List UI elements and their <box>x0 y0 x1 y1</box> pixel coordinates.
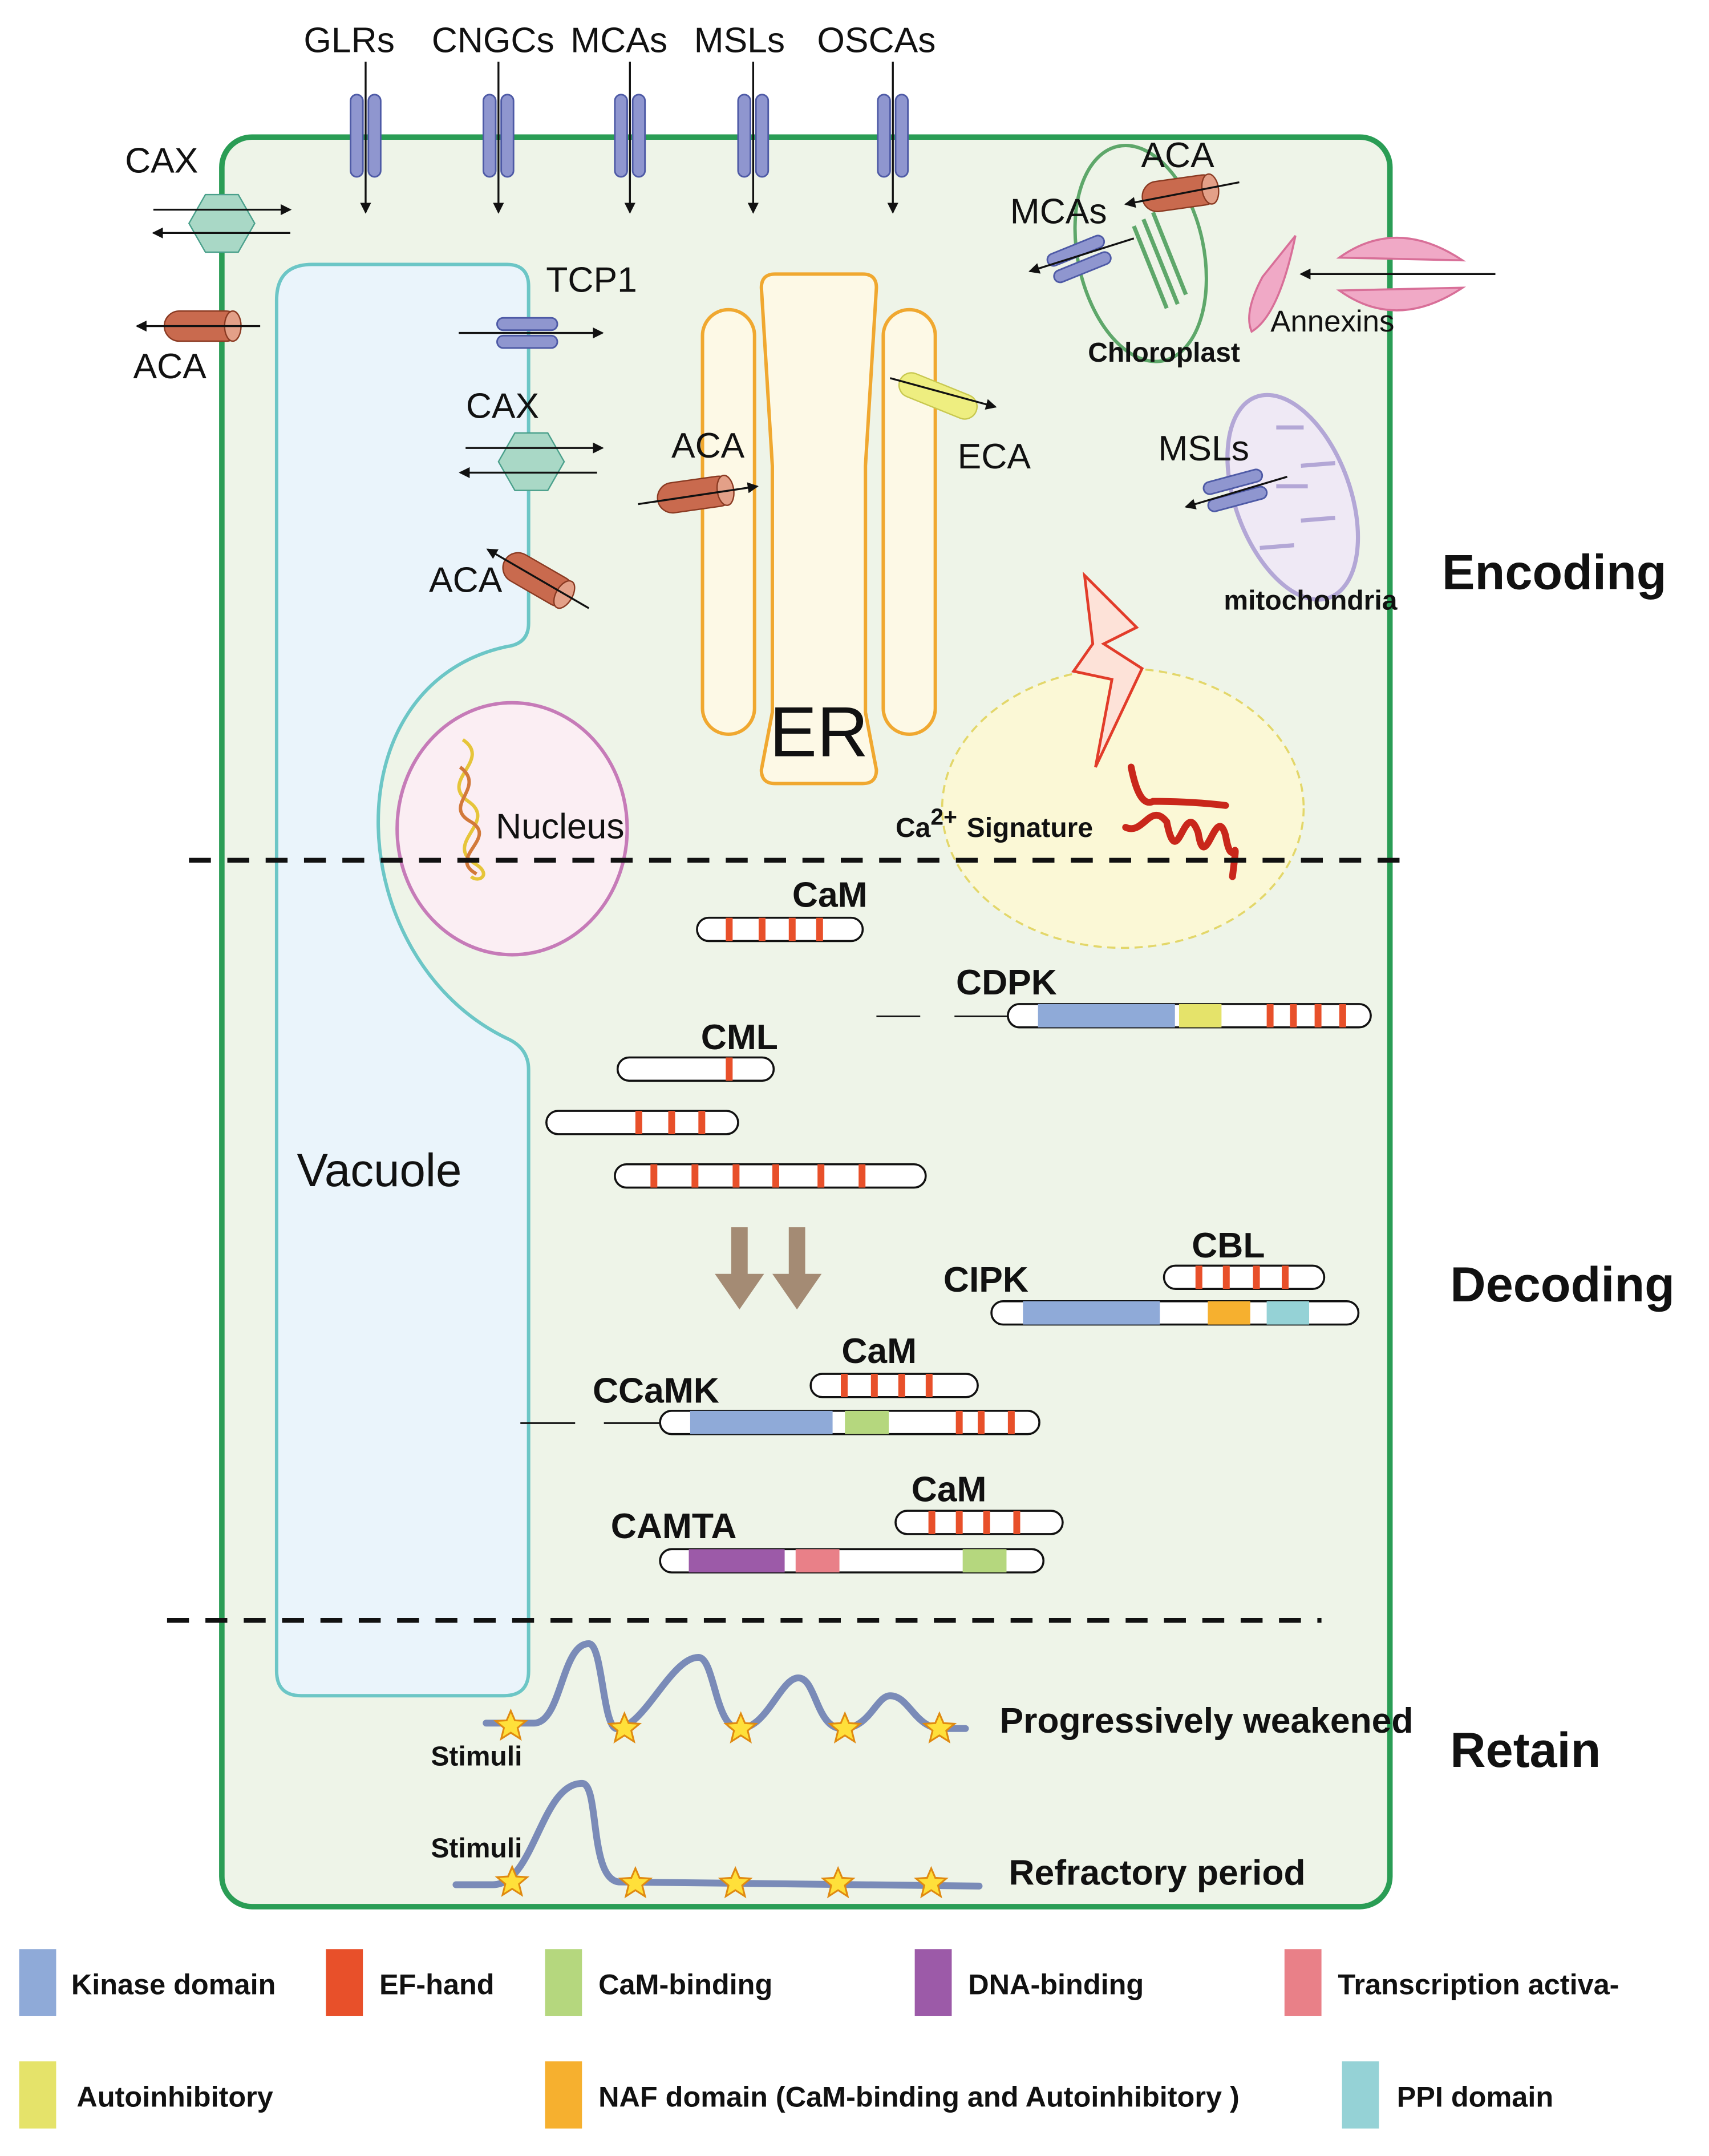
channel-label-cngcs: CNGCs <box>432 21 554 60</box>
mcas-channel <box>614 62 646 214</box>
stimuli-1-label: Stimuli <box>431 1742 522 1772</box>
decoding-arrows <box>715 1227 822 1310</box>
cax-inner <box>459 432 604 491</box>
plasma-membrane-channels <box>350 62 909 214</box>
protein-camta <box>659 1548 1045 1573</box>
cax-outer-label: CAX <box>125 141 198 181</box>
protein-cam-3 <box>894 1510 1064 1535</box>
ccamk-label: CCaMK <box>593 1371 719 1410</box>
legend-label: NAF domain (CaM-binding and Autoinhibito… <box>598 2080 1240 2113</box>
camta-label: CAMTA <box>611 1507 737 1546</box>
cbl-label: CBL <box>1192 1226 1265 1265</box>
stimuli-2-label: Stimuli <box>431 1833 522 1863</box>
aca-er <box>638 474 759 516</box>
pattern-2-label: Refractory period <box>1009 1853 1305 1892</box>
endoplasmic-reticulum <box>700 272 937 786</box>
wave-progressively-weakened <box>483 1640 969 1743</box>
legend-item-dna-binding: DNA-binding <box>914 1949 1144 2016</box>
legend-item-naf-domain: NAF domain (CaM-binding and Autoinhibito… <box>545 2061 1240 2129</box>
channel-label-oscas: OSCAs <box>817 21 936 60</box>
legend-label: Autoinhibitory <box>76 2080 273 2113</box>
protein-cipk <box>990 1300 1360 1326</box>
tcp1-label: TCP1 <box>546 261 637 300</box>
cax-inner-label: CAX <box>466 386 539 426</box>
cipk-label: CIPK <box>943 1260 1028 1300</box>
mcas-chloroplast <box>1028 233 1135 285</box>
channel-label-glrs: GLRs <box>303 21 395 60</box>
ca-signature-area <box>941 571 1305 949</box>
section-encoding: Encoding <box>1442 545 1667 600</box>
legend-swatch <box>1284 1949 1322 2016</box>
legend-swatch <box>19 1949 56 2016</box>
legend-label: Transcription activa- <box>1338 1968 1619 2001</box>
channel-label-mcas: MCAs <box>570 21 667 60</box>
protein-cdpk <box>876 1003 1372 1029</box>
legend-item-ppi-domain: PPI domain <box>1342 2061 1553 2129</box>
legend-label: CaM-binding <box>598 1968 772 2001</box>
nucleus-label: Nucleus <box>496 807 624 846</box>
legend-item-cam-binding: CaM-binding <box>545 1949 772 2016</box>
legend-swatch <box>326 1949 363 2016</box>
legend-label: PPI domain <box>1397 2080 1553 2113</box>
tcp1-channel <box>459 317 604 349</box>
wave-refractory-period <box>452 1779 983 1898</box>
cam-3-label: CaM <box>912 1470 987 1509</box>
cax-outer <box>152 193 292 253</box>
cml-label: CML <box>701 1018 778 1057</box>
legend-swatch <box>914 1949 952 2016</box>
aca-vacuole-label: ACA <box>429 560 503 600</box>
msls-mitochondria-label: MSLs <box>1158 429 1249 468</box>
aca-outer-label: ACA <box>133 347 207 386</box>
msls-mitochondria <box>1184 467 1288 514</box>
protein-cml <box>545 1056 927 1189</box>
annexins <box>1248 234 1496 333</box>
er-label: ER <box>770 692 868 771</box>
ca-signature-label: Ca2+Signature <box>896 803 1093 843</box>
legend-swatch <box>545 2061 582 2129</box>
protein-cam-1 <box>696 916 864 943</box>
vacuole <box>274 262 530 1698</box>
pattern-1-label: Progressively weakened <box>999 1701 1413 1741</box>
legend-label: EF-hand <box>379 1968 495 2001</box>
legend-swatch <box>19 2061 56 2129</box>
annexins-label: Annexins <box>1270 305 1394 338</box>
section-decoding: Decoding <box>1450 1257 1675 1312</box>
aca-chloroplast <box>1124 172 1240 215</box>
oscas-channel <box>877 62 909 214</box>
glrs-channel <box>350 62 382 214</box>
aca-outer <box>135 310 261 342</box>
cngcs-channel <box>482 62 515 214</box>
legend-label: DNA-binding <box>968 1968 1144 2001</box>
legend-item-ef-hand: EF-hand <box>326 1949 495 2016</box>
section-retain: Retain <box>1450 1723 1601 1778</box>
aca-vacuole <box>486 546 590 613</box>
vacuole-label: Vacuole <box>297 1144 462 1196</box>
cdpk-label: CDPK <box>956 963 1057 1002</box>
legend-swatch <box>545 1949 582 2016</box>
protein-cam-2 <box>809 1373 979 1398</box>
eca-pump <box>889 372 997 420</box>
nucleus <box>395 701 629 957</box>
aca-er-label: ACA <box>671 426 745 466</box>
chloroplast-label: Chloroplast <box>1088 338 1240 368</box>
eca-label: ECA <box>958 437 1031 476</box>
msls-channel <box>737 62 770 214</box>
mitochondria <box>1225 393 1360 602</box>
legend-item-transcription: Transcription activa- <box>1284 1949 1619 2016</box>
legend-item-kinase-domain: Kinase domain <box>19 1949 276 2016</box>
protein-ccamk <box>520 1410 1040 1435</box>
cam-1-label: CaM <box>792 875 868 915</box>
aca-chloroplast-label: ACA <box>1141 136 1214 175</box>
channel-labels: GLRs CNGCs MCAs MSLs OSCAs <box>303 21 936 60</box>
mitochondria-label: mitochondria <box>1224 585 1397 616</box>
channel-label-msls: MSLs <box>694 21 785 60</box>
legend-item-autoinhibitory: Autoinhibitory <box>19 2061 273 2129</box>
legend-swatch <box>1342 2061 1379 2129</box>
legend-label: Kinase domain <box>71 1968 276 2001</box>
legend: Kinase domain EF-hand CaM-binding DNA-bi… <box>19 1949 1619 2129</box>
protein-cbl <box>1163 1264 1326 1290</box>
cam-2-label: CaM <box>841 1332 917 1371</box>
mcas-chloroplast-label: MCAs <box>1010 192 1107 232</box>
